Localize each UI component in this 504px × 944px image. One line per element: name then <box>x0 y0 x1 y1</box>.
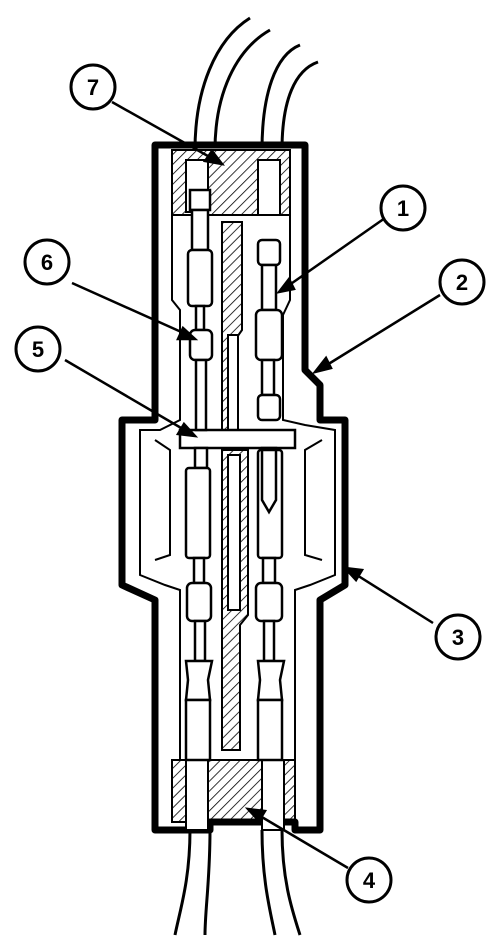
central-spine <box>221 221 249 751</box>
bottom-cables <box>173 829 302 936</box>
right-contact-assembly <box>254 238 286 762</box>
callout-4-label: 4 <box>363 868 376 893</box>
housing-inner-lines <box>139 150 336 760</box>
top-cables <box>193 16 319 151</box>
callout-6-label: 6 <box>41 250 53 275</box>
callout-4: 4 <box>345 856 393 904</box>
callout-7: 7 <box>69 63 117 111</box>
callout-6: 6 <box>23 238 71 286</box>
leader-arrows <box>64 100 441 870</box>
callout-5-label: 5 <box>32 337 44 362</box>
bottom-insert-block <box>171 759 296 831</box>
left-contact-assembly <box>184 188 214 762</box>
callout-2-label: 2 <box>456 270 468 295</box>
callout-2: 2 <box>438 258 486 306</box>
callout-1: 1 <box>379 184 427 232</box>
contact-crossbar <box>178 428 297 450</box>
callout-7-label: 7 <box>87 75 99 100</box>
callout-3-label: 3 <box>452 625 464 650</box>
callout-3: 3 <box>434 613 482 661</box>
callout-5: 5 <box>14 325 62 373</box>
callout-1-label: 1 <box>397 196 409 221</box>
